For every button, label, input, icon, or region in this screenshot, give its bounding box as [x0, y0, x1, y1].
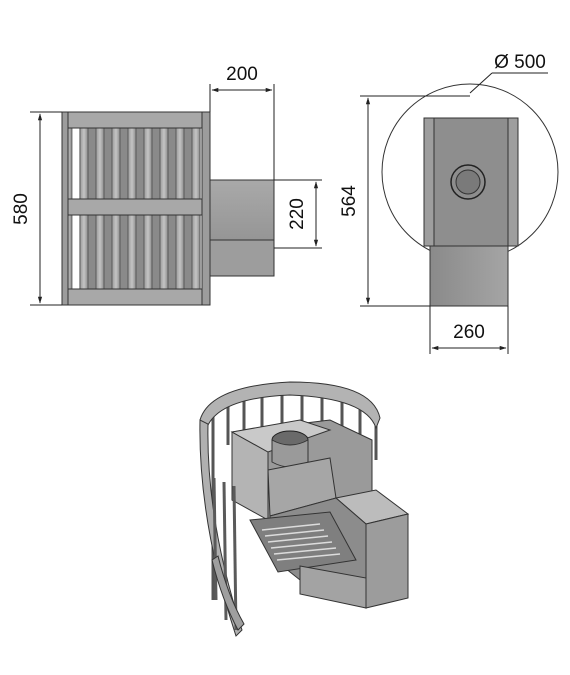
side-height-label: 580: [11, 193, 32, 225]
iso-top-ring: [199, 381, 381, 432]
right-post: [201, 111, 211, 306]
iso-tunnel-front: [365, 513, 409, 609]
column-right-side: [507, 117, 519, 247]
middle-band: [61, 198, 209, 216]
tunnel-height-label: 220: [287, 198, 308, 230]
chimney-outlet-inner: [455, 169, 481, 195]
iso-grate: [261, 523, 341, 561]
top-view: Ø 500 564 260: [339, 52, 559, 354]
top-height-label: 564: [339, 185, 360, 217]
side-view: 580 200 220: [11, 64, 322, 306]
iso-front-ledge: [299, 565, 367, 609]
bottom-band: [61, 288, 209, 306]
iso-front-band: [199, 419, 243, 637]
side-depth-label: 200: [226, 64, 258, 85]
iso-firebox-interior: [249, 511, 357, 573]
left-post: [61, 111, 69, 306]
tunnel-door-edge: [209, 239, 275, 277]
diameter-label: Ø 500: [494, 52, 546, 73]
column-left-side: [423, 117, 435, 247]
isometric-view: [199, 381, 410, 637]
top-band: [61, 111, 209, 129]
top-view-tunnel: [429, 245, 509, 307]
tunnel-width-label: 260: [453, 322, 485, 343]
iso-bottom-band: [211, 555, 245, 631]
